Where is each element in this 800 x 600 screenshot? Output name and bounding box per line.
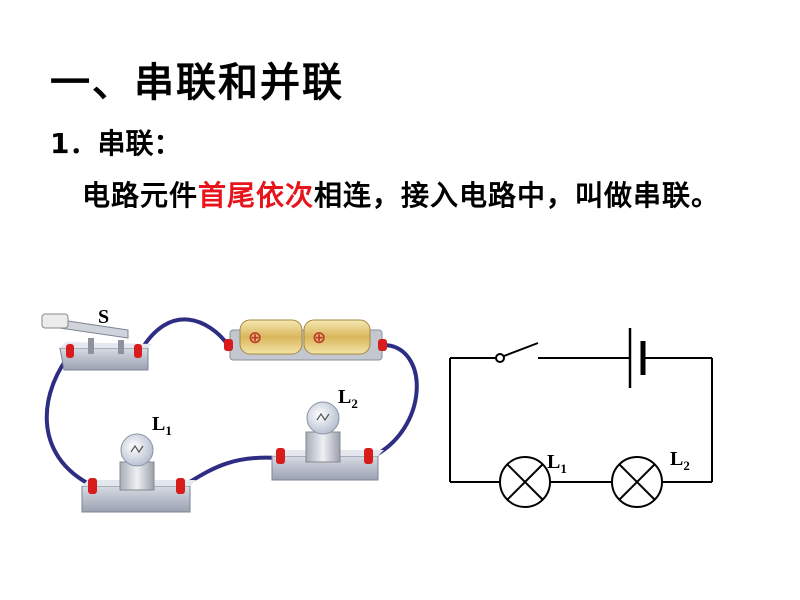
lamp2-letter: L: [338, 386, 351, 408]
schematic-lamp2-letter: L: [670, 448, 683, 470]
schematic-lamp1-subscript: 1: [560, 461, 567, 476]
lamp-1: L1: [81, 413, 196, 513]
battery-pack: ⊕ ⊕: [224, 319, 387, 361]
switch-label: S: [98, 306, 109, 328]
lamp-2: L2: [271, 386, 384, 481]
wire-lamp2-to-lamp1: [181, 455, 280, 488]
slide-title: 一、串联和并联: [50, 60, 344, 106]
definition-end: 相连，接入电路中，叫做串联。: [314, 179, 721, 212]
lamp1-subscript: 1: [165, 423, 172, 438]
series-schematic: [449, 328, 713, 508]
schematic-lamp1-label: L1: [547, 451, 567, 476]
switch-pivot-icon: [495, 353, 505, 363]
lamp2-label: L2: [338, 386, 358, 411]
schematic-lamp1-letter: L: [547, 451, 560, 473]
definition-start: 电路元件: [82, 179, 199, 212]
definition-highlight: 首尾依次: [198, 179, 315, 212]
battery-plus-icon: ⊕: [312, 328, 326, 348]
schematic-lamp2-label: L2: [670, 448, 690, 473]
lamp1-letter: L: [152, 413, 165, 435]
wire-battery-to-lamp2: [368, 343, 419, 460]
series-definition: 电路元件首尾依次相连，接入电路中，叫做串联。: [82, 174, 732, 218]
physical-circuit: S ⊕ ⊕ L1: [41, 306, 419, 513]
wire-switch-to-battery: [138, 317, 230, 354]
lamp1-label: L1: [152, 413, 172, 438]
schematic-lamp2-subscript: 2: [683, 458, 690, 473]
knife-switch: S: [41, 306, 152, 371]
wire-lamp1-to-switch: [44, 350, 95, 488]
switch-blade: [503, 342, 539, 357]
lamp2-subscript: 2: [351, 396, 358, 411]
battery-plus-icon: ⊕: [248, 328, 262, 348]
section-heading: 1．串联：: [50, 127, 182, 160]
